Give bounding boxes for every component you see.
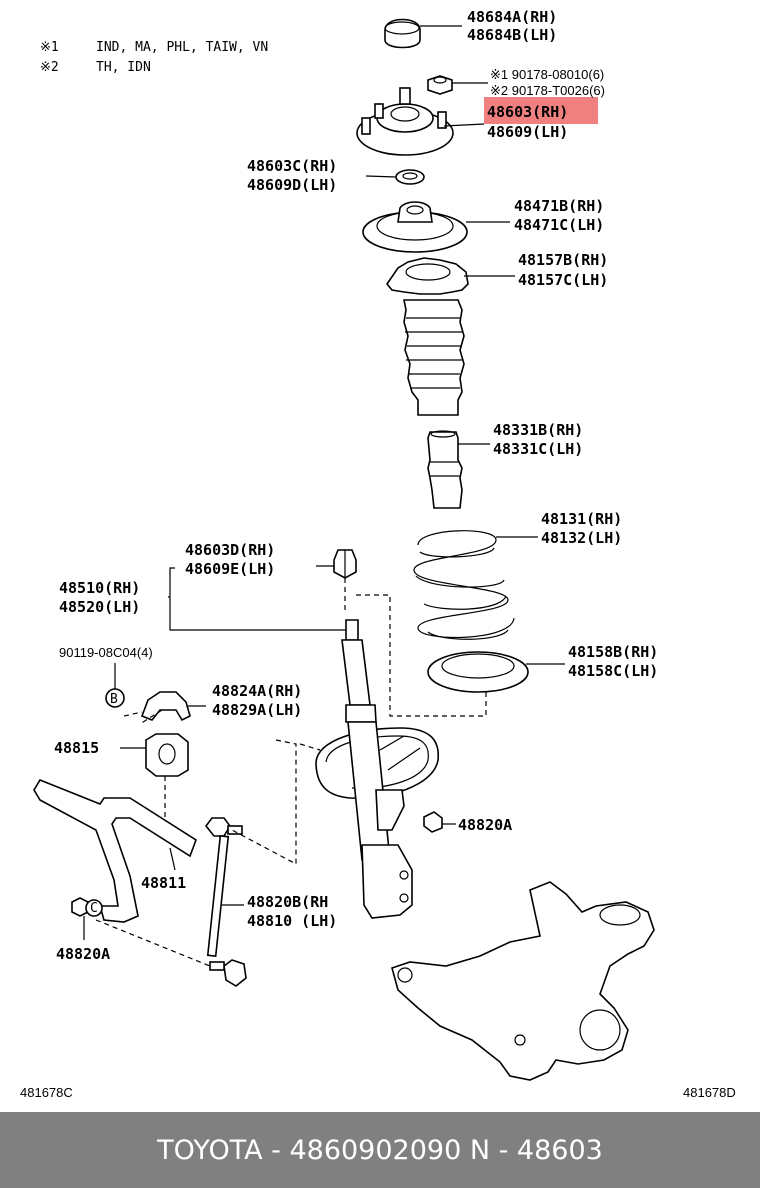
stabilizer-bar-part bbox=[33, 779, 197, 923]
diagram-code-left: 481678C bbox=[20, 1085, 73, 1100]
label-48520: 48520(LH) bbox=[59, 598, 140, 616]
note-text-1: IND, MA, PHL, TAIW, VN bbox=[96, 40, 268, 55]
diagram-code-right: 481678D bbox=[683, 1085, 736, 1100]
callout-c: C bbox=[85, 899, 103, 917]
shock-absorber-part bbox=[315, 619, 440, 919]
label-48471c: 48471C(LH) bbox=[514, 216, 604, 234]
label-90119: 90119-08C04(4) bbox=[59, 645, 153, 660]
steering-knuckle-part bbox=[391, 881, 655, 1081]
label-48158b: 48158B(RH) bbox=[568, 643, 658, 661]
label-48684a: 48684A(RH) bbox=[467, 8, 557, 26]
label-48132: 48132(LH) bbox=[541, 529, 622, 547]
label-90178-t0026: ※2 90178-T0026(6) bbox=[490, 83, 605, 98]
bolt-b-part bbox=[423, 811, 443, 833]
insulator-boot-part bbox=[385, 257, 469, 416]
label-48820b: 48820B(RH bbox=[247, 893, 328, 911]
footer-bar: TOYOTA - 4860902090 N - 48603 bbox=[0, 1112, 760, 1188]
label-48811: 48811 bbox=[141, 874, 186, 892]
svg-text:C: C bbox=[90, 901, 98, 916]
label-48131: 48131(RH) bbox=[541, 510, 622, 528]
label-48471b: 48471B(RH) bbox=[514, 197, 604, 215]
label-48158c: 48158C(LH) bbox=[568, 662, 658, 680]
stabilizer-link-part bbox=[204, 817, 247, 987]
label-48609e: 48609E(LH) bbox=[185, 560, 275, 578]
coil-spring-part bbox=[413, 530, 515, 640]
callout-b: B bbox=[105, 688, 125, 708]
label-48829a: 48829A(LH) bbox=[212, 701, 302, 719]
label-48820a-left: 48820A bbox=[56, 945, 110, 963]
note-mark-2: ※2 bbox=[40, 60, 59, 75]
label-48510: 48510(RH) bbox=[59, 579, 140, 597]
label-48331c: 48331C(LH) bbox=[493, 440, 583, 458]
label-48331b: 48331B(RH) bbox=[493, 421, 583, 439]
footer-part-number: TOYOTA - 4860902090 N - 48603 bbox=[157, 1134, 603, 1166]
bearing-part bbox=[395, 169, 425, 185]
stabilizer-bracket-part bbox=[140, 691, 191, 722]
label-48603: 48603(RH) bbox=[487, 103, 568, 121]
stabilizer-bushing-part bbox=[145, 733, 189, 777]
part-highlight bbox=[484, 97, 598, 124]
label-48820a-right: 48820A bbox=[458, 816, 512, 834]
label-48609d: 48609D(LH) bbox=[247, 176, 337, 194]
label-48824a: 48824A(RH) bbox=[212, 682, 302, 700]
nut-part bbox=[427, 75, 453, 95]
label-48810: 48810 (LH) bbox=[247, 912, 337, 930]
strut-nut-part bbox=[333, 549, 357, 579]
label-48603d: 48603D(RH) bbox=[185, 541, 275, 559]
note-mark-1: ※1 bbox=[40, 40, 59, 55]
label-48603c: 48603C(RH) bbox=[247, 157, 337, 175]
label-90178-08010: ※1 90178-08010(6) bbox=[490, 67, 604, 82]
label-48157c: 48157C(LH) bbox=[518, 271, 608, 289]
label-48157b: 48157B(RH) bbox=[518, 251, 608, 269]
strut-mount-part bbox=[356, 87, 454, 156]
dust-cap-part bbox=[384, 18, 421, 49]
bump-stopper-part bbox=[427, 430, 463, 509]
parts-diagram: ※1 IND, MA, PHL, TAIW, VN ※2 TH, IDN bbox=[20, 8, 736, 1100]
lower-insulator-part bbox=[427, 651, 529, 693]
svg-text:B: B bbox=[110, 692, 118, 707]
label-48684b: 48684B(LH) bbox=[467, 26, 557, 44]
label-48609: 48609(LH) bbox=[487, 123, 568, 141]
note-text-2: TH, IDN bbox=[96, 60, 151, 75]
upper-spring-seat-part bbox=[362, 201, 468, 253]
label-48815: 48815 bbox=[54, 739, 99, 757]
